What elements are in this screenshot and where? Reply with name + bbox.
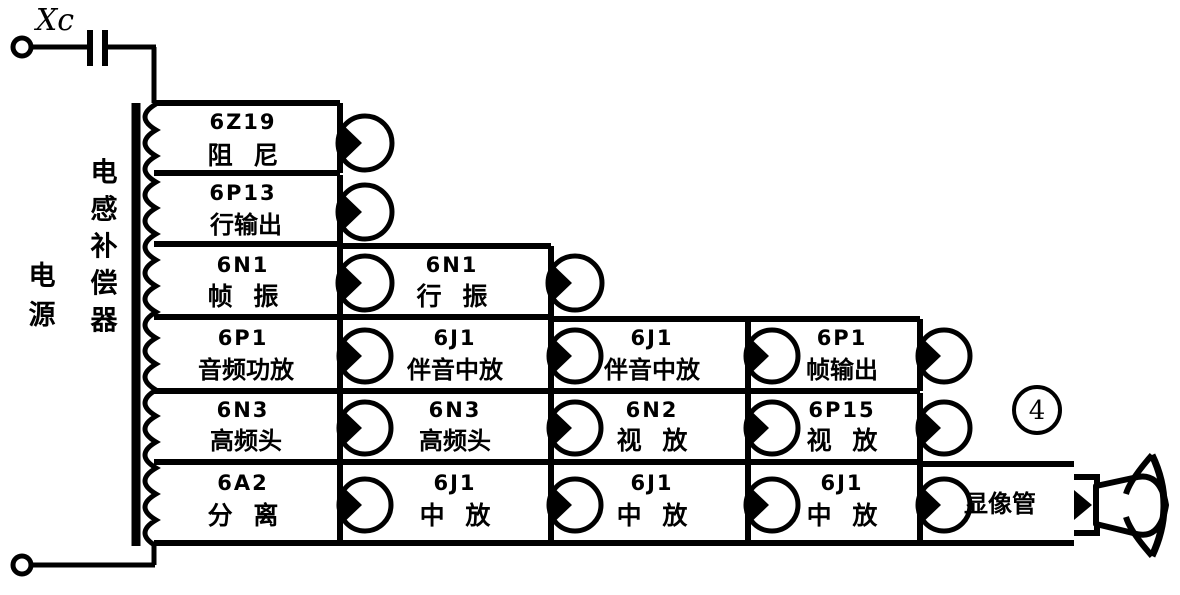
crt-funnel-top — [1123, 453, 1155, 495]
tube-code: 6J1 — [433, 471, 476, 495]
tube-symbol-row4-col2 — [546, 327, 604, 385]
tube-function: 视 放 — [807, 426, 884, 455]
tube-code: 6A2 — [217, 471, 268, 495]
tube-symbol-row5-col4 — [915, 399, 973, 457]
tube-function: 帧 振 — [208, 282, 285, 311]
crt-label: 显像管 — [964, 490, 1036, 518]
tube-function: 中 放 — [807, 501, 884, 530]
tube-function: 分 离 — [208, 501, 285, 530]
figure-marker-number: 4 — [1029, 396, 1046, 426]
tube-symbol-row5-col2 — [546, 399, 604, 457]
row-5: 6N3 高频头 6N3 高频头 6N2 视 放 6P15 视 放 — [154, 393, 973, 465]
top-input-branch: Xc — [10, 3, 157, 103]
top-terminal-node — [10, 35, 34, 59]
tube-code: 6P13 — [209, 181, 276, 205]
reactance-label: Xc — [34, 3, 74, 38]
tube-function: 高频头 — [210, 427, 282, 455]
tube-code: 6N3 — [217, 398, 270, 422]
tube-function: 阻 尼 — [208, 141, 285, 170]
crt-funnel-bottom — [1123, 516, 1155, 558]
tube-symbol-row5-col3 — [743, 399, 801, 457]
bottom-terminal-node — [10, 553, 34, 577]
tube-symbol-row3-col1 — [335, 253, 395, 313]
inductance-compensator-coil — [142, 101, 161, 549]
tube-symbol-row3-col2 — [545, 253, 605, 313]
row-3: 6N1 帧 振 6N1 行 振 — [154, 243, 605, 320]
row-2: 6P13 行输出 — [154, 175, 395, 247]
figure-marker: 4 — [1012, 385, 1062, 435]
tube-function: 行输出 — [209, 211, 282, 239]
tube-code: 6Z19 — [209, 110, 276, 134]
tube-symbol-row4-col1 — [336, 327, 394, 385]
compensator-label: 电感补偿器 — [86, 157, 119, 342]
tube-code: 6N1 — [426, 253, 479, 277]
tube-function: 行 振 — [416, 282, 494, 311]
tube-symbol-row5-col1 — [336, 399, 394, 457]
tube-code: 6J1 — [630, 326, 673, 350]
bottom-input-branch — [10, 545, 157, 577]
tube-symbol-row4-col3 — [743, 327, 801, 385]
tube-function: 视 放 — [617, 426, 694, 455]
figure-marker-circle — [1012, 385, 1062, 435]
tube-symbol-row6-col1 — [336, 476, 394, 534]
tube-code: 6N2 — [626, 398, 679, 422]
tube-code: 6J1 — [630, 471, 673, 495]
tube-code: 6J1 — [820, 471, 863, 495]
tube-function: 帧输出 — [806, 356, 878, 384]
tube-code: 6J1 — [433, 326, 476, 350]
tube-symbol-row6-col4 — [915, 476, 973, 534]
power-source-label: 电源 — [24, 261, 56, 339]
tube-symbol-row4-col4 — [915, 327, 973, 385]
tube-code: 6N1 — [217, 253, 270, 277]
tube-function: 伴音中放 — [406, 356, 504, 384]
crt-gun-wedge — [1074, 490, 1092, 520]
tube-symbol-row6-col2 — [546, 476, 604, 534]
tube-code: 6P15 — [808, 398, 875, 422]
tube-code: 6P1 — [817, 326, 868, 350]
row-6: 6A2 分 离 6J1 中 放 6J1 中 放 6J1 中 放 — [154, 461, 1074, 546]
picture-tube-assembly: 显像管 — [964, 453, 1169, 558]
tube-function: 伴音中放 — [603, 356, 701, 384]
tube-function: 中 放 — [617, 501, 694, 530]
tube-function: 中 放 — [420, 501, 497, 530]
tube-function: 高频头 — [419, 427, 491, 455]
crt-faceplate — [1148, 453, 1168, 558]
row-4: 6P1 音频功放 6J1 伴音中放 6J1 伴音中放 6P1 帧输出 — [154, 316, 973, 394]
tube-symbol-row2-col1 — [335, 182, 395, 242]
tube-symbol-row1-col1 — [335, 113, 395, 173]
tube-function: 音频功放 — [198, 356, 295, 384]
tube-code: 6P1 — [218, 326, 269, 350]
row-1: 6Z19 阻 尼 — [154, 100, 395, 176]
tube-symbol-row6-col3 — [743, 476, 801, 534]
tube-code: 6N3 — [429, 398, 482, 422]
